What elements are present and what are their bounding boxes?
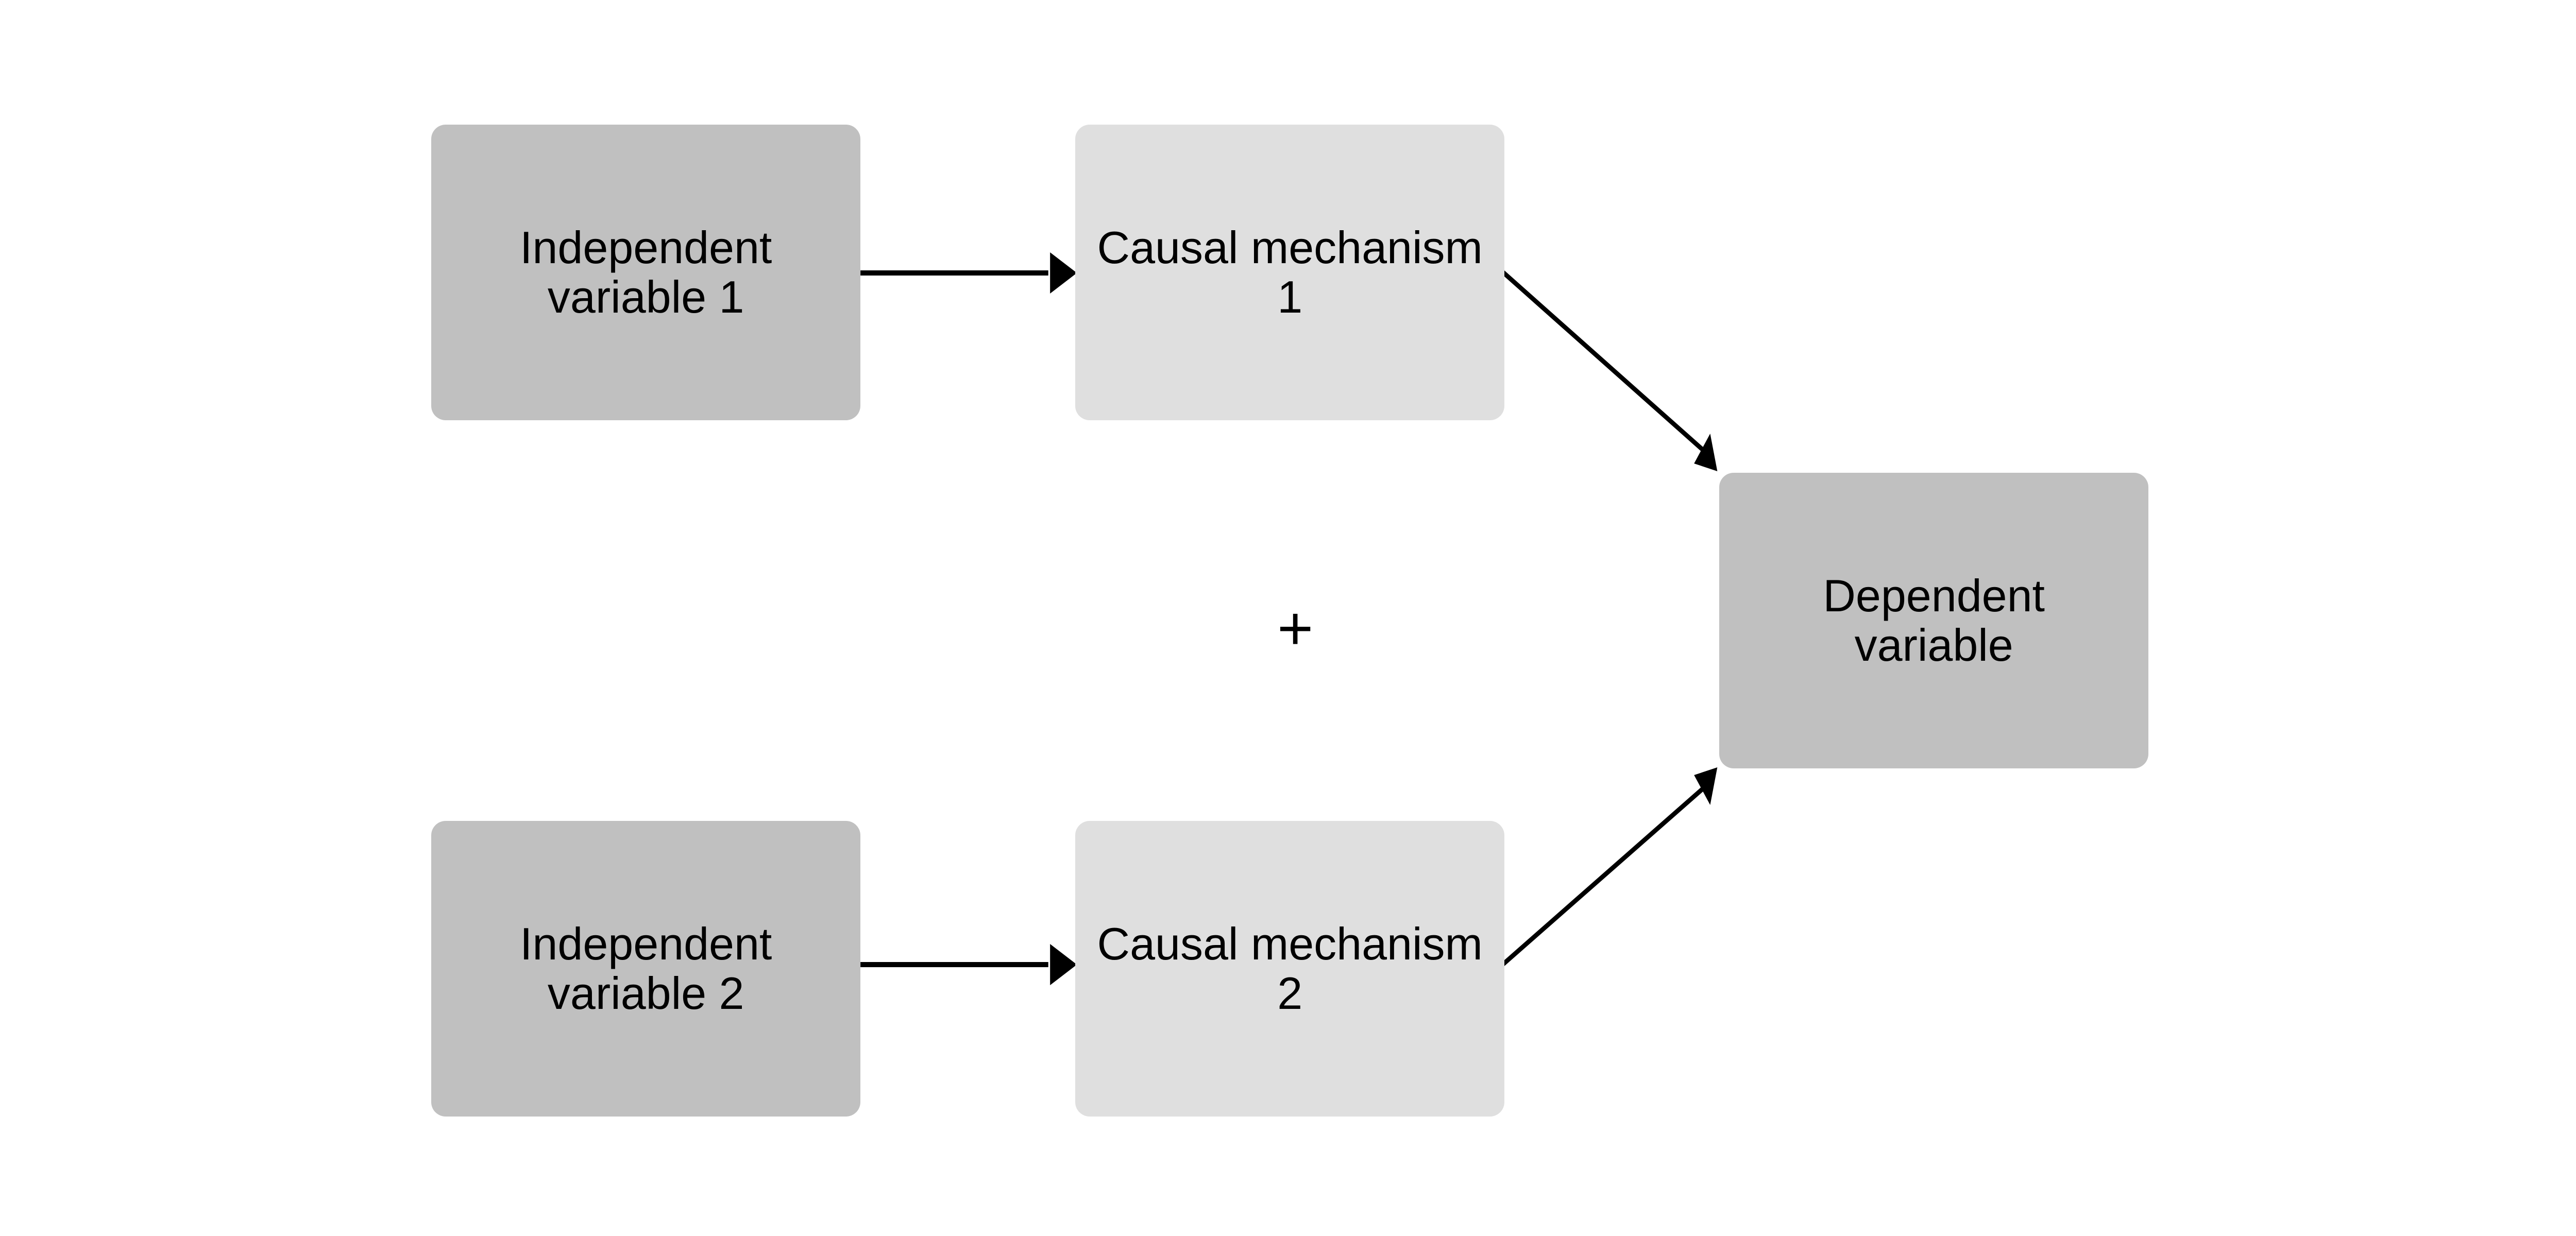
node-independent-variable-2: Independent variable 2 [431,821,861,1117]
arrowhead-iv2-cm2 [1050,944,1077,985]
node-label: 1 [1277,271,1303,322]
node-label: Causal mechanism [1097,222,1483,273]
node-causal-mechanism-2: Causal mechanism 2 [1075,821,1505,1117]
arrowhead-cm2-dv [1694,767,1718,805]
node-dependent-variable: Dependent variable [1719,473,2149,768]
node-label: variable 2 [547,968,744,1019]
node-independent-variable-1: Independent variable 1 [431,125,861,420]
node-label: Independent [519,222,772,273]
arrow-cm2-dv [1501,783,1708,967]
arrowhead-cm1-dv [1694,434,1718,471]
node-label: Dependent [1823,570,2045,621]
arrow-cm1-dv [1501,269,1708,456]
node-label: variable 1 [547,271,744,322]
node-label: Causal mechanism [1097,918,1483,969]
node-label: 2 [1277,968,1303,1019]
arrowhead-iv1-cm1 [1050,252,1077,294]
node-causal-mechanism-1: Causal mechanism 1 [1075,125,1505,420]
plus-operator: + [1277,594,1314,663]
node-label: variable [1854,620,2013,671]
node-label: Independent [519,918,772,969]
